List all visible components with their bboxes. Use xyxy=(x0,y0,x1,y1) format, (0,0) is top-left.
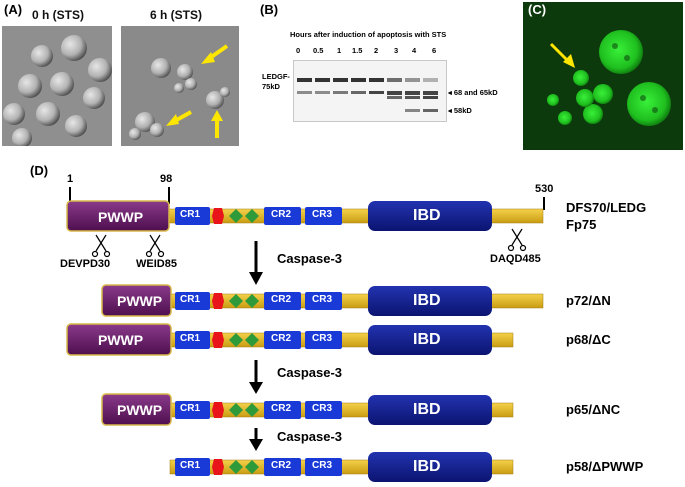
panel-a-label: (A) xyxy=(4,2,23,17)
protein-row-p68 xyxy=(66,323,514,356)
cr2-label: CR2 xyxy=(271,403,292,414)
band-label-58: ◂ 58kD xyxy=(448,106,472,115)
blot-row-label-1: LEDGF- xyxy=(262,72,290,81)
cr1-label: CR1 xyxy=(180,209,201,220)
cleavage-site-weid85: WEID85 xyxy=(136,258,177,270)
ibd-label: IBD xyxy=(413,458,441,475)
lane-label: 1 xyxy=(337,46,342,55)
product-name-p72: p72/ΔN xyxy=(566,293,611,308)
product-name-p68: p68/ΔC xyxy=(566,332,611,347)
blot-title: Hours after induction of apoptosis with … xyxy=(290,30,447,39)
cr2-label: CR2 xyxy=(271,460,292,471)
caption-6h: 6 h (STS) xyxy=(150,8,203,22)
caspase-label: Caspase-3 xyxy=(277,251,343,266)
position-1: 1 xyxy=(67,173,74,185)
micrograph-6h xyxy=(121,26,239,146)
lane-label: 2 xyxy=(374,46,379,55)
blot-lane-labels: 0 0.5 1 1.5 2 3 4 6 xyxy=(294,46,444,58)
pwwp-label: PWWP xyxy=(98,332,144,348)
cr1-label: CR1 xyxy=(180,403,201,414)
cr2-label: CR2 xyxy=(271,294,292,305)
product-name-full: DFS70/LEDG xyxy=(566,200,647,215)
ibd-label: IBD xyxy=(413,292,441,309)
pwwp-label: PWWP xyxy=(98,209,144,225)
fluorescence-micrograph xyxy=(523,2,683,150)
pwwp-label: PWWP xyxy=(117,293,163,309)
caspase-label: Caspase-3 xyxy=(277,429,343,444)
blot-row-label-2: 75kD xyxy=(262,82,280,91)
protein-row-p65 xyxy=(101,393,514,426)
band-label-68-65: ◂ 68 and 65kD xyxy=(448,88,498,97)
caption-0h: 0 h (STS) xyxy=(32,8,85,22)
micrograph-0h xyxy=(2,26,112,146)
panel-b-label: (B) xyxy=(260,2,279,17)
cleavage-site-devpd30: DEVPD30 xyxy=(60,258,111,270)
caspase-label: Caspase-3 xyxy=(277,365,343,380)
tick-98 xyxy=(168,187,170,204)
cr1-label: CR1 xyxy=(180,460,201,471)
scissors-icon xyxy=(91,228,527,258)
protein-row-p58 xyxy=(169,452,514,482)
cleavage-site-daqd485: DAQD485 xyxy=(490,253,541,265)
position-530: 530 xyxy=(535,183,554,195)
cr3-label: CR3 xyxy=(312,209,333,220)
cr2-label: CR2 xyxy=(271,333,292,344)
protein-row-full xyxy=(66,200,544,232)
panel-d-label: (D) xyxy=(30,163,49,178)
protein-row-p72 xyxy=(101,284,544,317)
ibd-label: IBD xyxy=(413,401,441,418)
tick-start xyxy=(69,187,71,204)
ibd-label: IBD xyxy=(413,207,441,224)
lane-label: 3 xyxy=(394,46,399,55)
ibd-label: IBD xyxy=(413,331,441,348)
cr1-label: CR1 xyxy=(180,333,201,344)
cr3-label: CR3 xyxy=(312,333,333,344)
lane-label: 0.5 xyxy=(313,46,324,55)
product-name-full-2: Fp75 xyxy=(566,217,597,232)
lane-label: 0 xyxy=(296,46,301,55)
position-98: 98 xyxy=(160,173,173,185)
cr3-label: CR3 xyxy=(312,294,333,305)
pwwp-label: PWWP xyxy=(117,402,163,418)
cr3-label: CR3 xyxy=(312,460,333,471)
tick-530 xyxy=(543,197,545,210)
caspase-arrow-icon xyxy=(249,241,263,451)
product-name-p58: p58/ΔPWWP xyxy=(566,459,644,474)
panel-c-label: (C) xyxy=(528,2,547,17)
cr2-label: CR2 xyxy=(271,209,292,220)
cr3-label: CR3 xyxy=(312,403,333,414)
lane-label: 4 xyxy=(412,46,417,55)
product-name-p65: p65/ΔNC xyxy=(566,402,621,417)
western-blot xyxy=(293,60,447,122)
lane-label: 1.5 xyxy=(352,46,363,55)
lane-label: 6 xyxy=(432,46,437,55)
cr1-label: CR1 xyxy=(180,294,201,305)
